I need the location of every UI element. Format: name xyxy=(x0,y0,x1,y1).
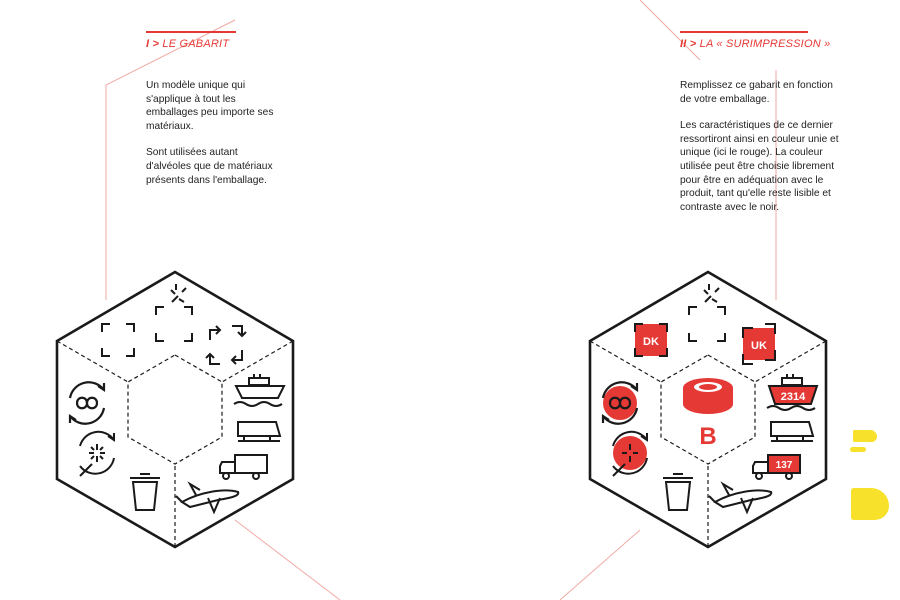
section-heading-right: II > LA « SURIMPRESSION » xyxy=(680,38,830,50)
truck-icon xyxy=(219,454,268,480)
hexagon-dividers xyxy=(56,340,294,547)
ship-icon: 2314 xyxy=(766,374,819,411)
center-letter: B xyxy=(699,423,716,450)
yellow-brush-mark xyxy=(853,430,877,442)
airplane-icon xyxy=(708,481,773,515)
heading-rule-right xyxy=(680,31,808,33)
rotate-arrows-icon: UK xyxy=(742,323,776,365)
paragraph: Les caractéristiques de ce dernier resso… xyxy=(680,120,839,213)
tape-roll-icon xyxy=(683,378,733,414)
yellow-brush-mark xyxy=(850,447,866,452)
heading-text: LA « SURIMPRESSION » xyxy=(699,38,831,50)
rotate-arrows-icon xyxy=(205,325,247,365)
truck-number: 137 xyxy=(776,460,793,471)
country-badge-dk: DK xyxy=(643,336,659,348)
section-heading-left: I > LE GABARIT xyxy=(146,38,229,50)
heading-text: LE GABARIT xyxy=(162,38,230,50)
boat-number: 2314 xyxy=(781,391,806,403)
corner-frame-icon xyxy=(101,323,135,357)
train-icon xyxy=(770,421,815,442)
paragraph: Un modèle unique qui s'applique à tout l… xyxy=(146,80,274,132)
truck-icon: 137 xyxy=(752,454,801,480)
trash-bin-icon xyxy=(130,473,160,511)
text-block-left: Un modèle unique qui s'applique à tout l… xyxy=(146,79,274,200)
trash-bin-icon xyxy=(663,473,693,511)
recycle-spark-icon xyxy=(612,430,648,477)
country-badge-uk: UK xyxy=(751,340,767,352)
heading-marker: I > xyxy=(146,38,160,50)
yellow-brush-mark xyxy=(851,488,889,520)
airplane-icon xyxy=(175,481,240,515)
infinity-cycle-icon xyxy=(68,381,106,425)
train-icon xyxy=(237,421,282,442)
recycle-spark-icon xyxy=(79,430,115,477)
heading-rule-left xyxy=(146,31,236,33)
crosshair-frame-icon xyxy=(688,284,726,342)
paragraph: Remplissez ce gabarit en fonction de vot… xyxy=(680,80,833,105)
crosshair-frame-icon xyxy=(155,284,193,342)
corner-frame-icon: DK xyxy=(634,323,668,357)
heading-marker: II > xyxy=(680,38,697,50)
text-block-right: Remplissez ce gabarit en fonction de vot… xyxy=(680,79,842,227)
paragraph: Sont utilisées autant d'alvéoles que de … xyxy=(146,147,273,186)
ship-icon xyxy=(233,374,286,407)
infinity-cycle-icon xyxy=(601,381,639,425)
hexagon-dividers xyxy=(589,340,827,547)
